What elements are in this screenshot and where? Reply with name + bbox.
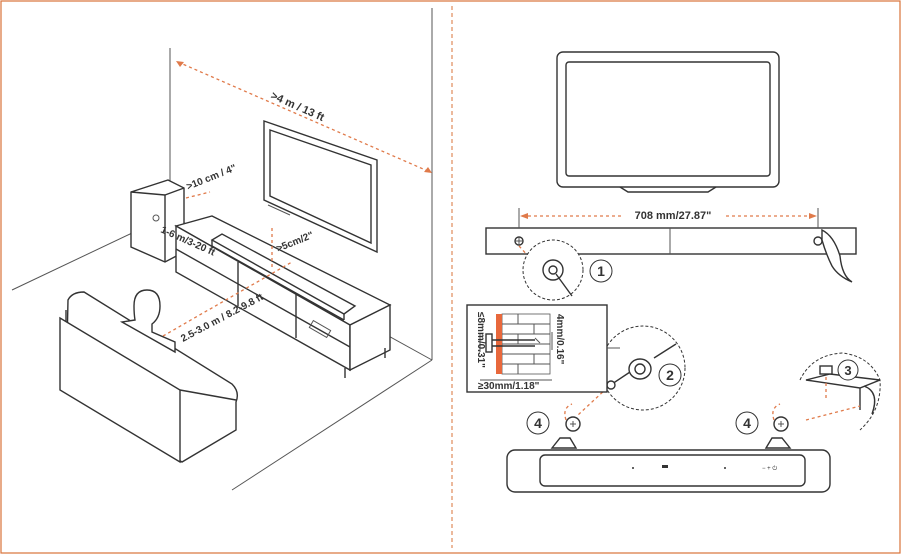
label-screw-length: 4mm/0.16" <box>554 314 565 365</box>
step1-detail <box>518 239 584 301</box>
tv-front-view <box>556 51 780 193</box>
soundbar-front-view: − + ⏻ <box>506 437 831 493</box>
svg-text:2: 2 <box>666 367 674 383</box>
step-badge-1: 1 <box>589 259 613 283</box>
sofa <box>59 291 239 464</box>
wall-tv <box>263 120 378 254</box>
floor-right <box>231 359 433 491</box>
label-bar-to-tv: >5cm/2" <box>275 230 315 255</box>
step4-screw-left <box>564 403 581 432</box>
step-badge-4b: 4 <box>735 411 759 435</box>
label-hole-spacing: 708 mm/27.87" <box>635 210 712 222</box>
person-silhouette <box>119 289 176 354</box>
room-scene: >4 m / 13 ft >10 cm / 4" 1-6 m/3-20 ft >… <box>11 8 433 491</box>
label-wall-depth: ≥30mm/1.18" <box>478 381 540 392</box>
step2-detail <box>577 325 686 416</box>
step-badge-2: 2 <box>658 363 682 387</box>
svg-text:4: 4 <box>743 415 751 431</box>
label-screw-diameter: ≤8mm/0.31" <box>475 312 486 368</box>
label-sub-gap: >10 cm / 4" <box>185 163 238 193</box>
step4-screw-right <box>772 403 789 432</box>
label-distance-back-wall: >4 m / 13 ft <box>269 90 326 124</box>
step-badge-3: 3 <box>837 359 859 381</box>
wall-cross-section <box>466 304 620 393</box>
label-listening-distance: 2.5-3.0 m / 8.2-9.8 ft <box>179 292 266 345</box>
subwoofer <box>130 179 185 263</box>
svg-text:4: 4 <box>534 415 542 431</box>
wall-mount-scene: 708 mm/27.87" <box>466 51 881 493</box>
step-badge-4a: 4 <box>526 411 550 435</box>
soundbar-on-cabinet <box>210 233 357 321</box>
step3-detail <box>799 352 881 431</box>
svg-text:3: 3 <box>844 363 851 378</box>
svg-text:− + ⏻: − + ⏻ <box>762 465 777 472</box>
svg-text:1: 1 <box>597 263 605 279</box>
